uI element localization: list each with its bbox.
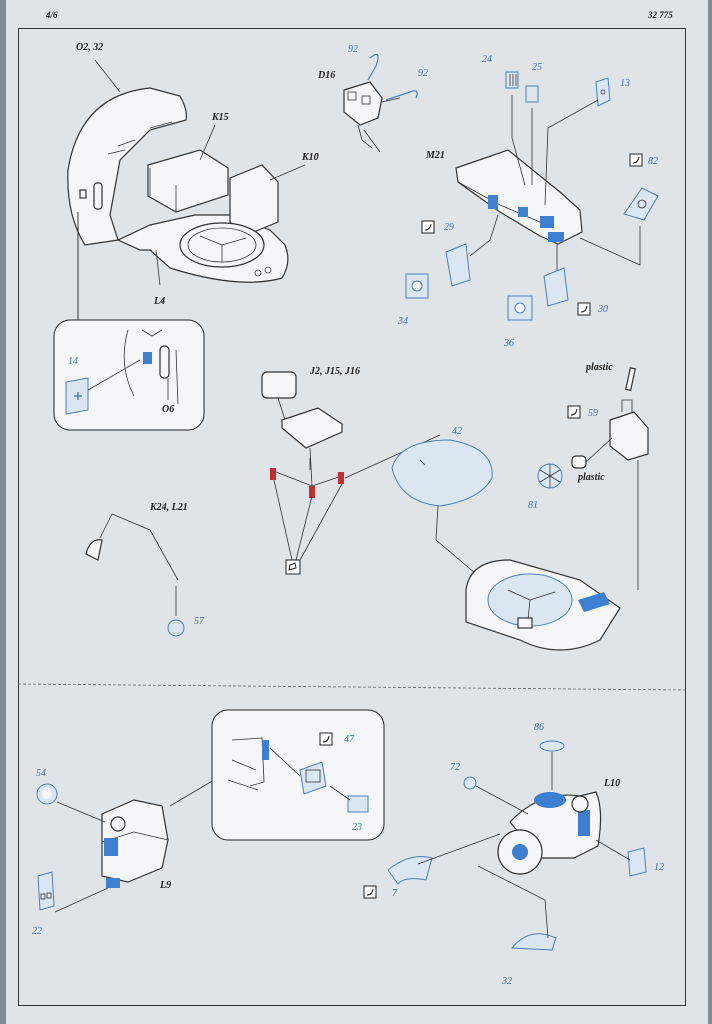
part-number-14: 14 — [68, 356, 78, 367]
part-number-92-top: 92 — [348, 44, 358, 55]
floor-assembly-result — [465, 559, 621, 651]
part-number-59: 59 — [588, 408, 598, 419]
floor-plate-42 — [391, 439, 493, 507]
part-number-42: 42 — [452, 426, 462, 437]
part-number-57: 57 — [194, 616, 204, 627]
label-plastic-bottom: plastic — [578, 472, 605, 483]
label-l4: L4 — [154, 296, 166, 307]
part-number-29: 29 — [444, 222, 454, 233]
part-number-81: 81 — [528, 500, 538, 511]
label-k24-l21: K24, L21 — [150, 502, 188, 513]
part-number-13: 13 — [620, 78, 630, 89]
detail-bubble-47 — [211, 709, 385, 841]
part-number-92-right: 92 — [418, 68, 428, 79]
detail-bubble-o6 — [53, 212, 205, 431]
part-number-32: 32 — [502, 976, 512, 987]
label-j2-j15-j16: J2, J15, J16 — [310, 366, 360, 377]
label-m21: M21 — [426, 150, 445, 161]
label-l9: L9 — [160, 880, 172, 891]
label-d16: D16 — [318, 70, 336, 81]
cabin-interior-assembly — [67, 59, 306, 286]
page-frame — [18, 28, 686, 1006]
label-l10: L10 — [604, 778, 621, 789]
part-number-36: 36 — [504, 338, 514, 349]
part-number-22: 22 — [32, 926, 42, 937]
lamp-k24 — [85, 513, 185, 637]
part-number-25: 25 — [532, 62, 542, 73]
label-plastic-top: plastic — [586, 362, 613, 373]
label-k15: K15 — [212, 112, 229, 123]
box-assembly-59 — [537, 367, 649, 590]
d16-assembly — [343, 53, 418, 153]
label-o2-32: O2, 32 — [76, 42, 104, 53]
chair-assembly — [261, 371, 441, 561]
label-k10: K10 — [302, 152, 319, 163]
l10-assembly — [387, 740, 647, 951]
part-number-23: 23 — [352, 822, 362, 833]
fold-check-icon — [319, 153, 643, 899]
part-number-34: 34 — [398, 316, 408, 327]
label-o6: O6 — [162, 404, 175, 415]
part-number-82: 82 — [648, 156, 658, 167]
part-number-54: 54 — [36, 768, 46, 779]
part-number-7: 7 — [392, 888, 397, 899]
part-number-86: 86 — [534, 722, 544, 733]
part-number-47: 47 — [344, 734, 354, 745]
section-divider — [17, 683, 687, 691]
m21-assembly — [405, 71, 659, 321]
etched-part-icon — [285, 559, 301, 575]
part-number-12: 12 — [654, 862, 664, 873]
page-number: 4/6 — [46, 10, 58, 20]
l9-assembly — [36, 779, 215, 913]
part-number-72: 72 — [450, 762, 460, 773]
part-number-30: 30 — [598, 304, 608, 315]
part-number-24: 24 — [482, 54, 492, 65]
product-code: 32 775 — [648, 10, 673, 20]
